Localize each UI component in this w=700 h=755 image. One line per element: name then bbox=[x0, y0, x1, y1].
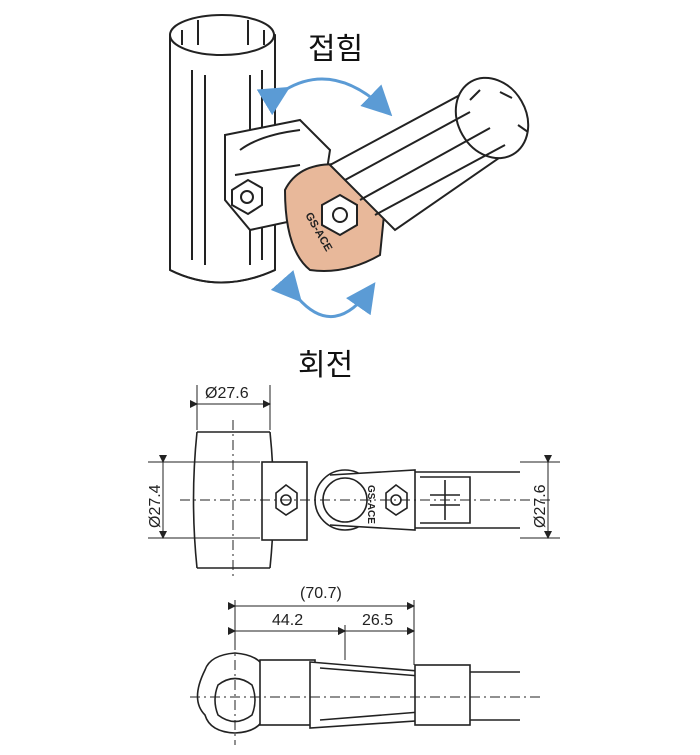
dim-segment-b: 26.5 bbox=[362, 612, 393, 629]
tilted-pipe bbox=[328, 76, 530, 232]
motion-arrows bbox=[256, 77, 393, 319]
rotate-arrow bbox=[270, 270, 376, 319]
dim-pipe-left: Ø27.4 bbox=[147, 484, 164, 528]
brand-mark-plan: GS-ACE bbox=[365, 485, 376, 524]
fold-label: 접힘 bbox=[308, 32, 364, 67]
rotate-label: 회전 bbox=[298, 348, 354, 383]
fold-arrow bbox=[256, 77, 393, 117]
isometric-view: GS-ACE bbox=[169, 14, 530, 284]
plan-view: GS-ACE bbox=[180, 420, 550, 580]
plan-dimensions bbox=[148, 385, 560, 539]
side-view bbox=[190, 640, 540, 745]
dim-overall: (70.7) bbox=[300, 585, 342, 602]
dim-segment-a: 44.2 bbox=[272, 612, 303, 629]
dim-pipe-top: Ø27.6 bbox=[205, 385, 249, 402]
side-dimensions bbox=[228, 600, 415, 665]
dim-pipe-right: Ø27.6 bbox=[532, 484, 549, 528]
